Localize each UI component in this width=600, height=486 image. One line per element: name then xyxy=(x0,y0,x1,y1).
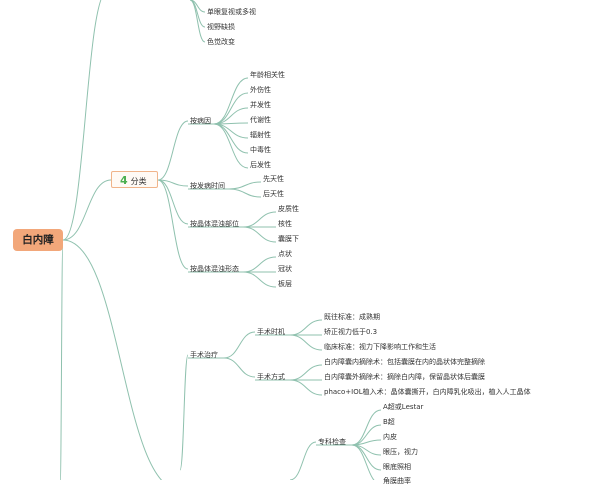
category-number: 4 xyxy=(120,174,128,187)
leaf-coronary[interactable]: 冠状 xyxy=(278,265,292,273)
connector-36 xyxy=(289,319,323,336)
connector-2 xyxy=(62,239,163,480)
leaf-exam-1[interactable]: A超或Lestar xyxy=(383,403,424,411)
connector-22 xyxy=(242,211,277,228)
connector-0 xyxy=(62,0,102,241)
connector-11 xyxy=(213,107,249,125)
category-label: 分类 xyxy=(130,177,147,186)
connector-7 xyxy=(157,120,189,181)
connector-24 xyxy=(242,226,277,243)
top-item-2[interactable]: 视野缺损 xyxy=(207,23,235,31)
leaf-exam-4[interactable]: 眼压，视力 xyxy=(383,448,418,456)
leaf-exam-3[interactable]: 内皮 xyxy=(383,433,397,441)
connector-9 xyxy=(213,77,249,125)
leaf-acquired[interactable]: 后天性 xyxy=(263,190,284,198)
leaf-exam-5[interactable]: 眼底照相 xyxy=(383,463,411,471)
connector-44 xyxy=(351,409,382,446)
connector-19 xyxy=(228,188,262,198)
leaf-method-2[interactable]: 白内障囊外摘除术：摘除白内障，保留晶状体后囊膜 xyxy=(324,373,485,381)
connector-32 xyxy=(223,331,256,359)
branch-by-location[interactable]: 按晶体混浊部位 xyxy=(190,220,239,228)
connector-14 xyxy=(213,123,249,154)
leaf-timing-2[interactable]: 矫正视力低于0.3 xyxy=(324,328,378,336)
leaf-method-1[interactable]: 白内障囊内摘除术：包括囊膜在内的晶状体完整摘除 xyxy=(324,358,485,366)
leaf-exam-2[interactable]: B超 xyxy=(383,418,395,426)
leaf-traumatic[interactable]: 外伤性 xyxy=(250,86,271,94)
branch-by-cause[interactable]: 按病因 xyxy=(190,117,211,125)
leaf-after-cataract[interactable]: 后发性 xyxy=(250,161,271,169)
connector-25 xyxy=(157,179,189,270)
connector-39 xyxy=(289,364,323,381)
connector-42 xyxy=(289,441,317,480)
connector-6 xyxy=(189,0,206,43)
leaf-lamellar[interactable]: 板层 xyxy=(278,280,292,288)
connector-38 xyxy=(289,334,323,351)
leaf-exam-6[interactable]: 角膜曲率 xyxy=(383,477,411,485)
leaf-radiation[interactable]: 辐射性 xyxy=(250,131,271,139)
branch-by-shape[interactable]: 按晶体混浊形态 xyxy=(190,265,239,273)
leaf-cortical[interactable]: 皮质性 xyxy=(278,205,299,213)
leaf-nuclear[interactable]: 核性 xyxy=(278,220,292,228)
connector-49 xyxy=(351,444,375,480)
leaf-complicated[interactable]: 并发性 xyxy=(250,101,271,109)
branch-by-onset[interactable]: 按发病时间 xyxy=(190,182,225,190)
connector-48 xyxy=(351,444,382,471)
branch-surgery-method[interactable]: 手术方式 xyxy=(257,373,285,381)
leaf-method-3[interactable]: phaco+IOL植入术：晶体囊撕开，白内障乳化吸出，植入人工晶体 xyxy=(324,388,531,396)
leaf-punctate[interactable]: 点状 xyxy=(278,250,292,258)
connector-15 xyxy=(213,123,249,169)
root-node[interactable]: 白内障 xyxy=(13,229,63,251)
top-item-1[interactable]: 单眼复视或多视 xyxy=(207,8,256,16)
connector-27 xyxy=(242,256,277,273)
connector-18 xyxy=(228,181,262,190)
connector-16 xyxy=(157,179,189,187)
connector-3 xyxy=(59,239,64,480)
branch-surgery[interactable]: 手术治疗 xyxy=(190,351,218,359)
connector-29 xyxy=(242,271,277,288)
connector-41 xyxy=(289,379,323,396)
branch-surgery-timing[interactable]: 手术时机 xyxy=(257,328,285,336)
leaf-toxic[interactable]: 中毒性 xyxy=(250,146,271,154)
leaf-congenital[interactable]: 先天性 xyxy=(263,175,284,183)
leaf-metabolic[interactable]: 代谢性 xyxy=(250,116,271,124)
branch-special-exam[interactable]: 专科检查 xyxy=(318,438,346,446)
connector-20 xyxy=(157,179,189,225)
connector-33 xyxy=(223,357,256,378)
top-item-3[interactable]: 色觉改变 xyxy=(207,38,235,46)
leaf-subcapsular[interactable]: 囊膜下 xyxy=(278,235,299,243)
leaf-timing-1[interactable]: 既往标准：成熟期 xyxy=(324,313,380,321)
connector-30 xyxy=(179,354,189,471)
leaf-timing-3[interactable]: 临床标准：视力下降影响工作和生活 xyxy=(324,343,436,351)
leaf-age-related[interactable]: 年龄相关性 xyxy=(250,71,285,79)
connector-1 xyxy=(62,179,112,241)
